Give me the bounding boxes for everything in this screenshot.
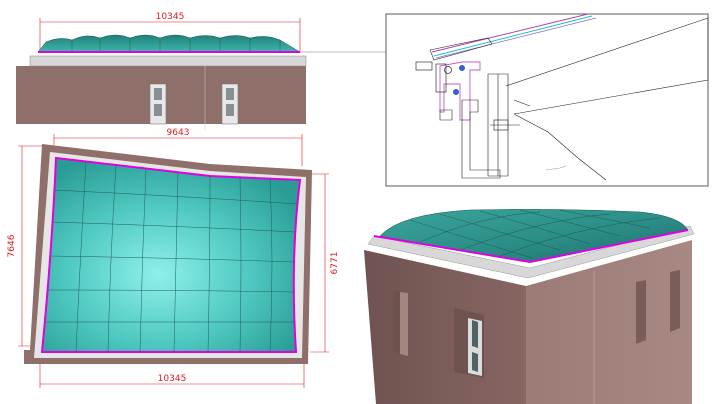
iso-window-glazed (454, 308, 484, 378)
iso-window-slot-right-1 (636, 280, 646, 344)
steel-channel (461, 99, 501, 179)
clamp-bracket (439, 61, 481, 121)
plan-membrane (40, 156, 302, 353)
plan-view: 9643 7646 6771 10345 (7, 128, 340, 388)
iso-wall-left (364, 250, 526, 404)
elevation-width-label: 10345 (156, 12, 185, 22)
plan-membrane-grid (46, 161, 299, 353)
plan-top-width-label: 9643 (167, 128, 190, 138)
plan-left-height-label: 7646 (7, 234, 17, 257)
bolt-lower (453, 89, 459, 95)
elevation-window-left (149, 83, 167, 125)
edge-clamp-detail (385, 13, 709, 187)
iso-wall-right (526, 240, 692, 404)
plan-right-height-label: 6771 (330, 252, 340, 275)
iso-window-slot-right-2 (670, 270, 680, 332)
isometric-view (364, 209, 695, 404)
detail-frame (385, 13, 709, 187)
iso-window-slot-left (394, 290, 408, 356)
elevation-window-right (221, 83, 239, 125)
iso-edge-beam (373, 229, 689, 264)
elevation-slab (29, 55, 307, 67)
membrane-cable-magenta (431, 13, 589, 53)
membrane-cable-cyan (433, 15, 593, 57)
plan-bottom-width-label: 10345 (158, 374, 187, 384)
bolt-upper (459, 65, 465, 71)
elevation-view: 10345 (16, 12, 307, 130)
elevation-membrane (37, 34, 301, 53)
